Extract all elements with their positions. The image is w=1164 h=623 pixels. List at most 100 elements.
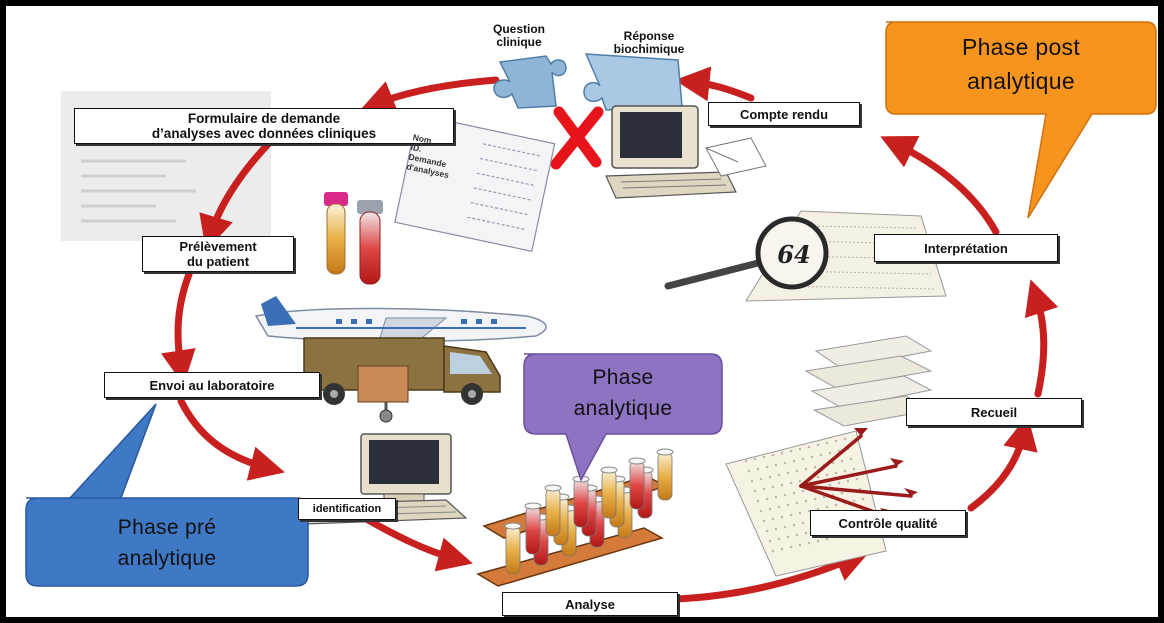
target-dot (780, 451, 784, 455)
target-dot (855, 477, 859, 481)
callout-pre-text: Phase pré analytique (117, 516, 217, 570)
label-identification: identification (298, 498, 396, 520)
blood-tubes-icon (324, 192, 383, 285)
rack-tube (545, 487, 561, 537)
rack-tube (505, 525, 521, 575)
van-icon (303, 337, 501, 423)
target-dot (750, 479, 754, 483)
rack-tube-rim (600, 466, 618, 474)
target-dot (846, 479, 850, 483)
target-dot (780, 483, 784, 487)
target-dot (816, 443, 820, 447)
target-dot (795, 501, 799, 505)
rack-tube (525, 505, 541, 555)
target-dot (780, 515, 784, 519)
rack-tube (657, 451, 673, 501)
target-dot (801, 521, 805, 525)
target-dot (804, 499, 808, 503)
target-dot (747, 469, 751, 473)
label-envoi-laboratoire: Envoi au laboratoire (104, 372, 320, 398)
callout-post-text: Phase post analytique (961, 34, 1081, 94)
target-dot (753, 489, 757, 493)
label-interpretation: Interprétation (874, 234, 1058, 262)
target-dot (759, 509, 763, 513)
target-dot (792, 459, 796, 463)
magnifier-value: 64 (777, 240, 811, 269)
rack-tube (601, 469, 617, 519)
target-dot (777, 473, 781, 477)
target-dot (762, 519, 766, 523)
form-sheet-icon (394, 113, 556, 253)
target-dot (813, 497, 817, 501)
target-dot (801, 457, 805, 461)
tube-rack-icon (476, 448, 674, 587)
target-dot (780, 547, 784, 551)
label-compte-rendu: Compte rendu (708, 102, 860, 126)
callout-post-analytique (885, 21, 1157, 219)
target-dot (789, 545, 793, 549)
rack-tube (573, 478, 589, 528)
target-dot (783, 525, 787, 529)
rack-tube-rim (504, 522, 522, 530)
arrow-compte-rendu-to-reponse (674, 66, 755, 102)
target-dot (786, 503, 790, 507)
cycle-arrows (161, 66, 1059, 603)
target-dot (852, 467, 856, 471)
target-dot (828, 483, 832, 487)
arrow-controle-to-recueil (967, 414, 1038, 512)
rack-tube (629, 460, 645, 510)
target-dot (771, 485, 775, 489)
target-dot (816, 507, 820, 511)
rack-tube-rim (628, 457, 646, 465)
target-dot (825, 441, 829, 445)
target-dot (789, 481, 793, 485)
target-dot (756, 499, 760, 503)
arrow-form-to-prelevement (199, 132, 280, 251)
target-dot (810, 455, 814, 459)
target-dot (765, 529, 769, 533)
target-dot (789, 449, 793, 453)
target-dot (774, 463, 778, 467)
target-dot (861, 497, 865, 501)
target-dot (792, 491, 796, 495)
target-dot (762, 455, 766, 459)
target-dot (840, 491, 844, 495)
arrow-recueil-to-interpretation (1024, 279, 1059, 398)
cycle-illustration (25, 21, 1157, 603)
arrow-analyse-to-controle (672, 548, 871, 603)
target-dot (759, 477, 763, 481)
target-dot (825, 537, 829, 541)
target-dot (771, 453, 775, 457)
target-dot (804, 467, 808, 471)
rack-tube-rim (524, 502, 542, 510)
target-dot (840, 459, 844, 463)
target-dot (813, 465, 817, 469)
target-dot (786, 535, 790, 539)
computer-top-icon (605, 105, 767, 199)
target-dot (807, 509, 811, 513)
target-dot (771, 549, 775, 553)
label-analyse: Analyse (502, 592, 678, 616)
arrow-envoi-to-identification (177, 397, 285, 481)
label-formulaire: Formulaire de demande d’analyses avec do… (74, 108, 454, 144)
arrow-question-to-form (359, 76, 500, 114)
target-dot (807, 541, 811, 545)
target-dot (843, 437, 847, 441)
target-dot (783, 493, 787, 497)
target-dot (786, 471, 790, 475)
target-dot (831, 461, 835, 465)
rack-tube-rim (656, 448, 674, 456)
target-dot (816, 539, 820, 543)
target-dot (744, 459, 748, 463)
label-prelevement: Prélèvement du patient (142, 236, 294, 272)
target-dot (798, 543, 802, 547)
quality-target-icon (725, 428, 918, 577)
target-dot (834, 503, 838, 507)
arrow-prelevement-to-envoi (161, 265, 196, 386)
target-dot (834, 535, 838, 539)
target-dot (801, 489, 805, 493)
target-dot (804, 531, 808, 535)
label-controle-qualite: Contrôle qualité (810, 510, 966, 536)
target-dot (825, 473, 829, 477)
